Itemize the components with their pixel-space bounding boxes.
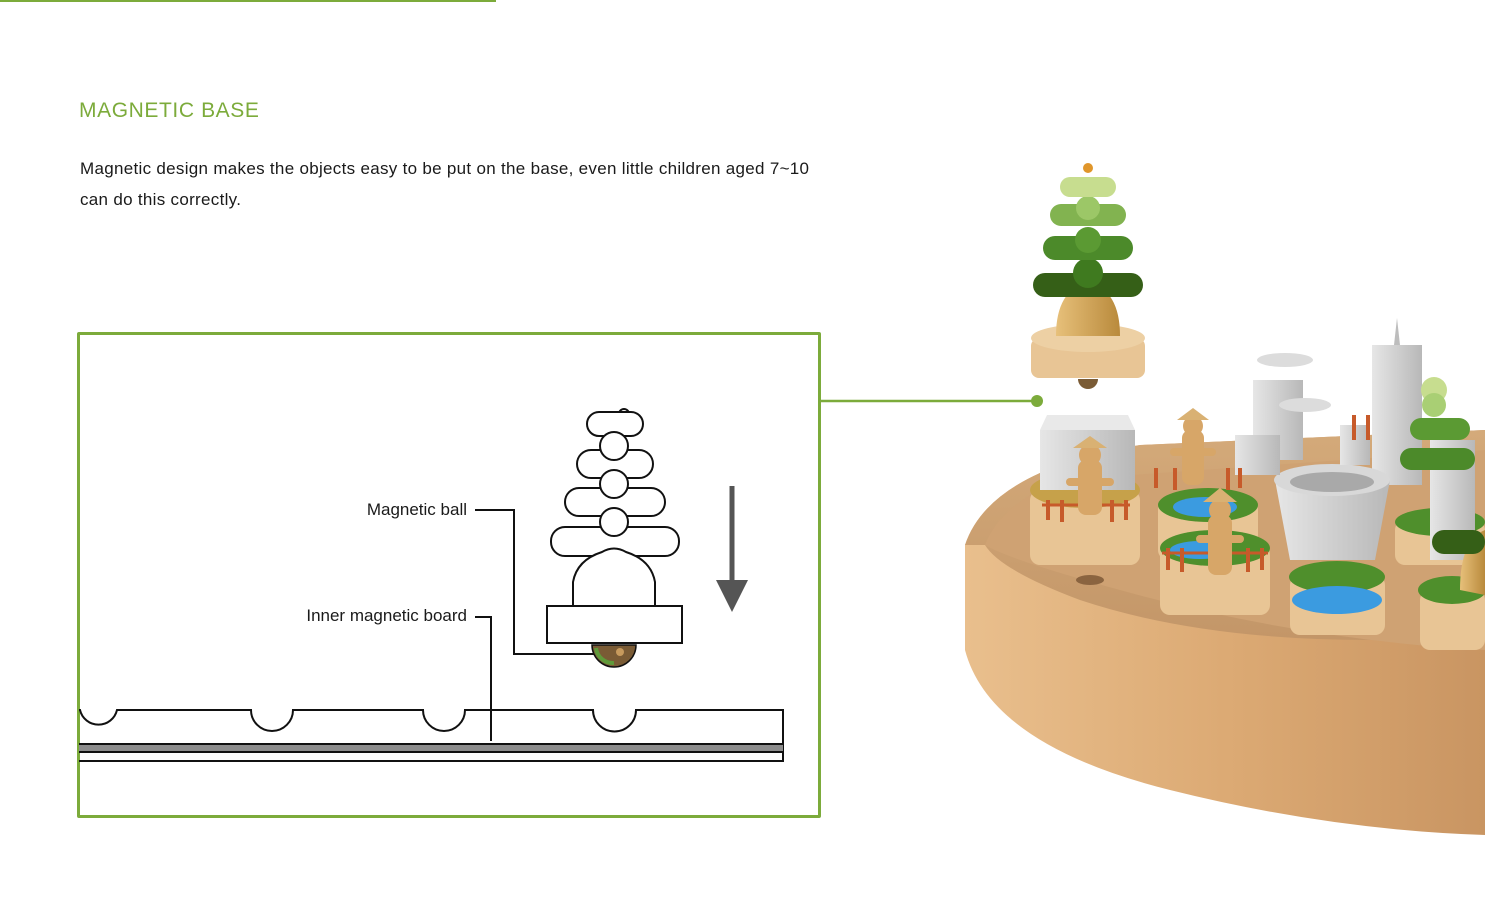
section-description: Magnetic design makes the objects easy t… [80, 159, 810, 209]
down-arrow-icon [716, 486, 748, 612]
inner-board-label: Inner magnetic board [306, 606, 467, 625]
magnetic-ball-leader [475, 509, 600, 655]
section-title: MAGNETIC BASE [79, 99, 260, 122]
inner-board-leader [475, 616, 492, 741]
top-accent-rule [0, 0, 496, 2]
wooden-figures [1066, 408, 1244, 575]
diagram-frame [77, 332, 821, 818]
inner-magnetic-board [79, 709, 784, 762]
tree-piece-outline [546, 408, 683, 644]
small-trees [1400, 377, 1485, 595]
floating-tree-piece [1031, 163, 1145, 389]
magnetic-ball-label: Magnetic ball [366, 500, 467, 519]
connector-dot [1031, 395, 1043, 407]
magnetic-ball-icon [591, 644, 637, 668]
